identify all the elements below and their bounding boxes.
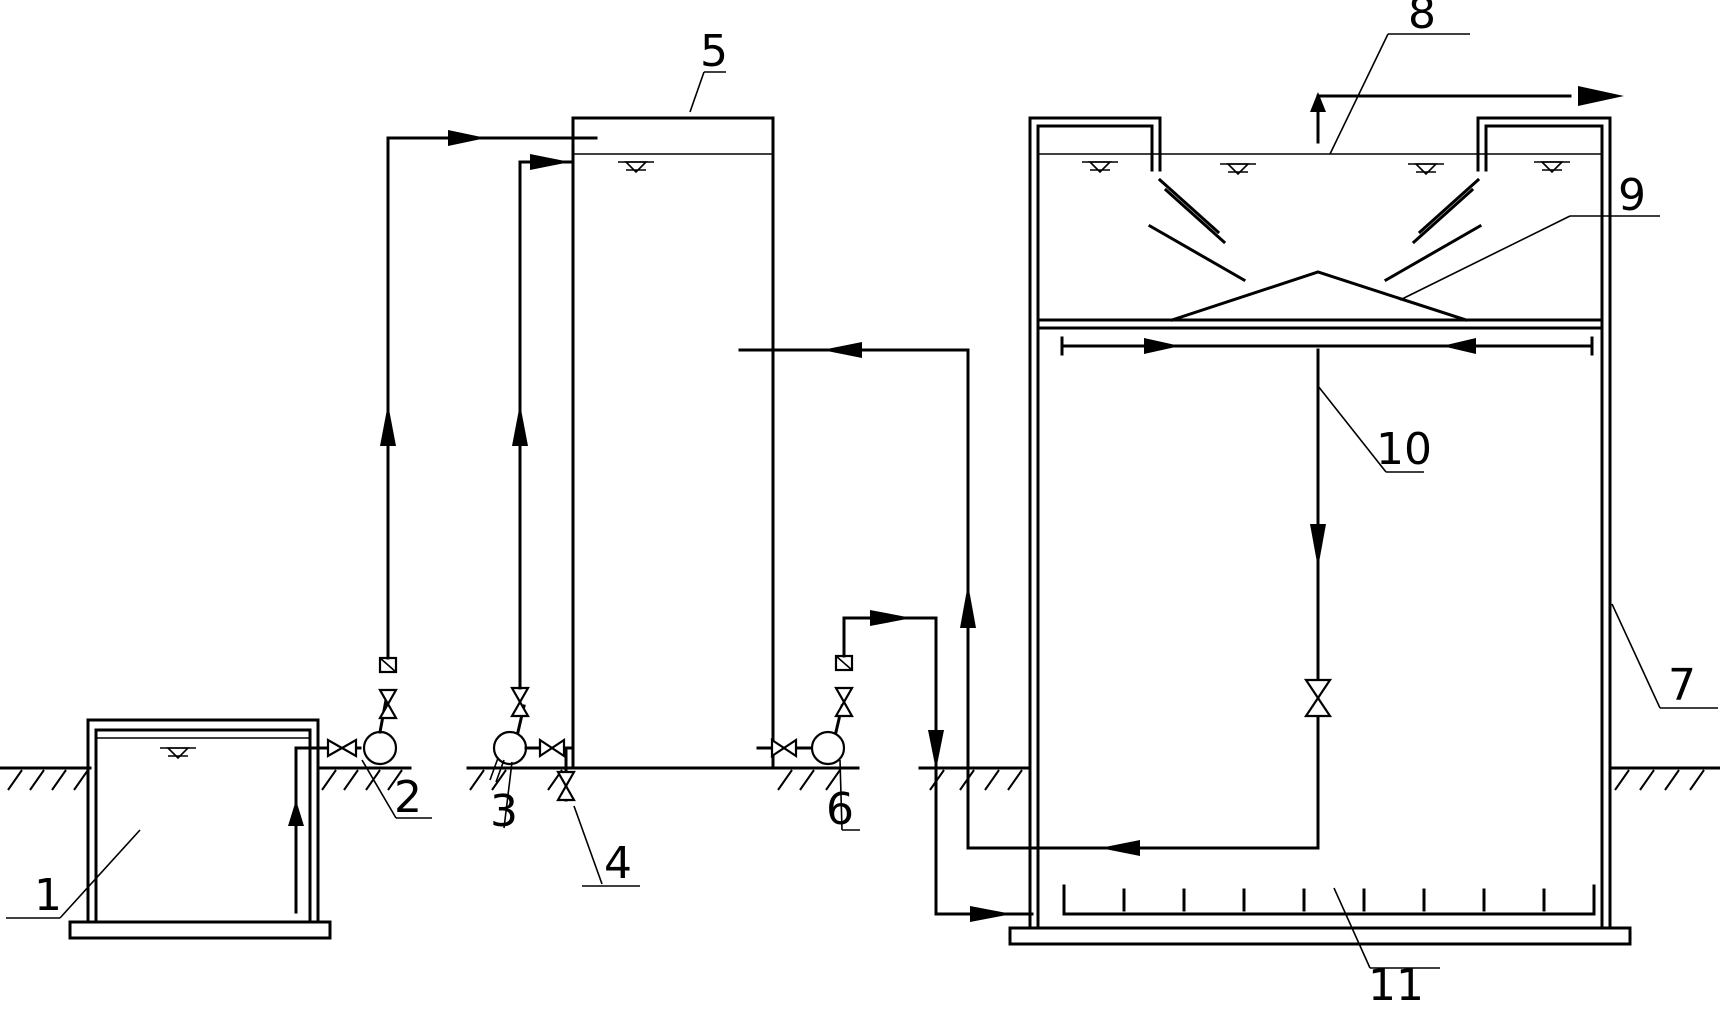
ground-hatch bbox=[7, 769, 1705, 791]
label-1: 1 bbox=[34, 870, 62, 921]
valve-icon bbox=[834, 686, 854, 705]
pump-icon bbox=[362, 730, 398, 766]
flow-arrow bbox=[970, 906, 1012, 922]
valve-icon bbox=[326, 738, 345, 758]
drain-valve-4 bbox=[556, 746, 576, 802]
flow-arrow bbox=[512, 404, 528, 446]
valve-icon bbox=[1303, 696, 1333, 718]
flow-arrow bbox=[448, 130, 486, 146]
valve-icon bbox=[538, 737, 554, 759]
label-8: 8 bbox=[1408, 0, 1436, 39]
three-phase-separator bbox=[1147, 177, 1483, 322]
pump-2-assembly bbox=[324, 656, 398, 766]
distribution-pipe-11 bbox=[1062, 884, 1596, 916]
valve-icon bbox=[550, 737, 566, 759]
flow-arrow bbox=[1144, 338, 1180, 354]
label-2: 2 bbox=[394, 772, 422, 823]
valve-icon bbox=[339, 738, 358, 758]
raw-water-tank bbox=[68, 718, 332, 940]
flow-arrow bbox=[822, 342, 862, 358]
return-valve bbox=[1303, 678, 1333, 718]
valve-icon bbox=[378, 701, 398, 720]
valve-icon bbox=[510, 699, 530, 718]
flow-arrow bbox=[1310, 92, 1326, 112]
labels: 1 2 3 4 5 6 7 8 9 10 11 bbox=[34, 0, 1696, 1011]
flow-arrow bbox=[1442, 338, 1476, 354]
storage-tank-5 bbox=[571, 116, 775, 770]
feed-pipe-6 bbox=[842, 616, 1034, 916]
reactor-7 bbox=[1008, 86, 1632, 946]
valve-icon bbox=[1303, 678, 1333, 700]
flow-arrow bbox=[288, 800, 304, 826]
flow-arrow bbox=[928, 730, 944, 770]
label-5: 5 bbox=[700, 26, 728, 77]
valve-icon bbox=[782, 737, 798, 759]
flow-arrow bbox=[870, 610, 912, 626]
pump-icon bbox=[810, 730, 846, 766]
valve-icon bbox=[556, 770, 576, 789]
ground bbox=[0, 766, 1720, 791]
valve-icon bbox=[770, 737, 786, 759]
water-level-symbol bbox=[160, 747, 196, 760]
leader-lines bbox=[6, 33, 1718, 969]
flow-arrow bbox=[1310, 524, 1326, 568]
flow-arrow bbox=[1100, 840, 1140, 856]
suction-pipe-1 bbox=[294, 746, 328, 914]
pump-3-assembly bbox=[489, 686, 575, 783]
flow-arrow bbox=[960, 584, 976, 628]
flow-arrow bbox=[380, 404, 396, 446]
valve-icon bbox=[834, 699, 854, 718]
label-4: 4 bbox=[604, 838, 632, 889]
label-3: 3 bbox=[490, 786, 518, 837]
valve-icon bbox=[378, 688, 398, 707]
water-level-symbol bbox=[618, 161, 654, 174]
pump-6-assembly bbox=[756, 654, 854, 766]
label-9: 9 bbox=[1618, 170, 1646, 221]
riser-pipe-3 bbox=[518, 160, 575, 690]
label-10: 10 bbox=[1376, 424, 1432, 475]
water-level-symbol bbox=[1082, 161, 1570, 176]
valve-icon bbox=[556, 783, 576, 802]
label-6: 6 bbox=[826, 784, 854, 835]
pump-icon bbox=[492, 730, 528, 766]
flow-arrow bbox=[530, 154, 570, 170]
label-11: 11 bbox=[1368, 960, 1424, 1011]
flow-arrow bbox=[1578, 86, 1624, 106]
riser-pipe-2 bbox=[386, 136, 598, 660]
label-7: 7 bbox=[1668, 660, 1696, 711]
